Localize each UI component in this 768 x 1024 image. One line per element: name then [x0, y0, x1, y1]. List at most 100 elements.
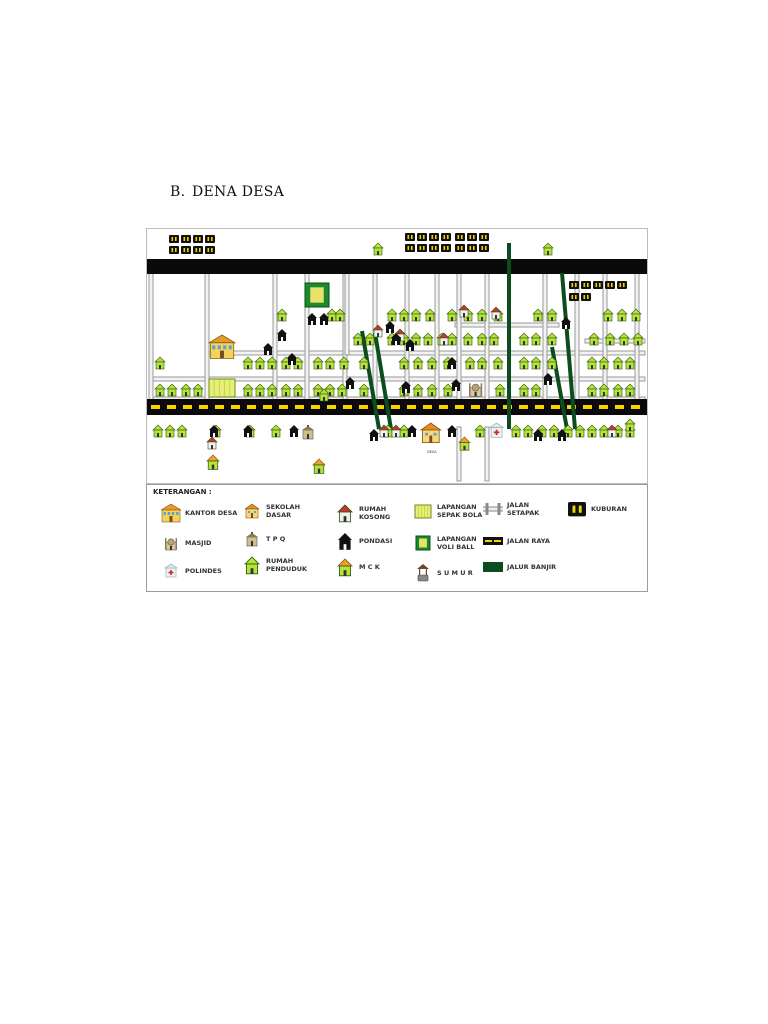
resident-house [632, 332, 644, 346]
resident-house [358, 356, 370, 370]
resident-house [586, 383, 598, 397]
legend-item-jalan-raya: JALAN RAYA [483, 531, 550, 551]
resident-house [412, 383, 424, 397]
resident-house [522, 424, 534, 438]
resident-house [358, 383, 370, 397]
legend-item-rumah-penduduk: RUMAH PENDUDUK [242, 555, 326, 575]
resident-house [242, 383, 254, 397]
resident-house [446, 332, 458, 346]
legend-label: PONDASI [359, 537, 393, 545]
legend-item-pondasi: PONDASI [335, 531, 392, 551]
road-dash [487, 405, 496, 409]
resident-house [270, 424, 282, 438]
road-dash [599, 405, 608, 409]
foundation [209, 425, 219, 437]
road-dash [375, 405, 384, 409]
resident-house [312, 356, 324, 370]
foundation-icon [338, 533, 352, 550]
flood-path-group [360, 243, 577, 430]
resident-house [530, 356, 542, 370]
resident-house [598, 383, 610, 397]
foundation [561, 317, 571, 329]
mck [206, 454, 220, 470]
mck-icon [336, 558, 354, 577]
road-dash [167, 405, 176, 409]
resident-house [276, 308, 288, 322]
foundation [345, 377, 355, 389]
foundation [401, 381, 411, 393]
legend-item-polindes: POLINDES [161, 561, 222, 581]
resident-house [624, 383, 636, 397]
resident-house [254, 383, 266, 397]
road-dash [231, 405, 240, 409]
road-dash [247, 405, 256, 409]
resident-house [424, 308, 436, 322]
resident-house [598, 424, 610, 438]
resident-house [586, 356, 598, 370]
road-dash [583, 405, 592, 409]
section-heading: B.DENA DESA [170, 184, 284, 200]
flood-path-2 [373, 332, 393, 430]
resident-house [612, 383, 624, 397]
empty-house [458, 304, 470, 318]
resident-house [254, 356, 266, 370]
foundation [319, 313, 329, 325]
resident-house [510, 424, 522, 438]
school-icon [244, 503, 260, 519]
resident-house [542, 242, 554, 256]
resident-house [604, 332, 616, 346]
road-dash [199, 405, 208, 409]
resident-house [532, 308, 544, 322]
foundation [543, 373, 553, 385]
resident-house [612, 356, 624, 370]
road-dash [551, 405, 560, 409]
legend-label: RUMAH PENDUDUK [266, 557, 308, 573]
legend-item-lapangan-sepak-bola: LAPANGAN SEPAK BOLA [413, 501, 482, 521]
highway-north [147, 259, 647, 274]
resident-house [476, 332, 488, 346]
soccer-field-icon [414, 504, 432, 519]
legend-label: KANTOR DESA [185, 509, 238, 517]
road-dash [311, 405, 320, 409]
legend-label: M C K [359, 563, 380, 571]
resident-house [630, 308, 642, 322]
resident-house [548, 424, 560, 438]
resident-house [154, 383, 166, 397]
resident-house [412, 356, 424, 370]
legend-label: SEKOLAH DASAR [266, 503, 301, 519]
resident-house [492, 356, 504, 370]
legend-label: S U M U R [437, 569, 473, 577]
resident-house [166, 383, 178, 397]
well-icon [417, 564, 429, 582]
road-dash [151, 405, 160, 409]
resident-house [476, 308, 488, 322]
foundation [277, 329, 287, 341]
mck [458, 436, 471, 451]
resident-house [518, 332, 530, 346]
resident-house [474, 424, 486, 438]
resident-house [324, 356, 336, 370]
legend-item-jalan-setapak: JALAN SETAPAK [483, 499, 539, 519]
foundation [407, 425, 417, 437]
school [419, 422, 442, 444]
foundation [451, 379, 461, 391]
flood-path-4 [560, 272, 577, 430]
legend-item-jalur-banjir: JALUR BANJIR [483, 557, 556, 577]
houses-group [152, 242, 644, 450]
foundation [391, 333, 401, 345]
road-dash [439, 405, 448, 409]
foundation [533, 429, 543, 441]
resident-house [318, 388, 330, 402]
road-dash [183, 405, 192, 409]
legend-label: JALAN SETAPAK [507, 501, 540, 517]
empty-house [490, 306, 502, 320]
resident-house [530, 332, 542, 346]
flood-path-1 [360, 330, 381, 430]
resident-house [336, 383, 348, 397]
resident-house [192, 383, 204, 397]
legend-label: LAPANGAN SEPAK BOLA [437, 503, 483, 519]
resident-house [426, 356, 438, 370]
village-office-icon [161, 503, 181, 523]
road-dash [359, 405, 368, 409]
